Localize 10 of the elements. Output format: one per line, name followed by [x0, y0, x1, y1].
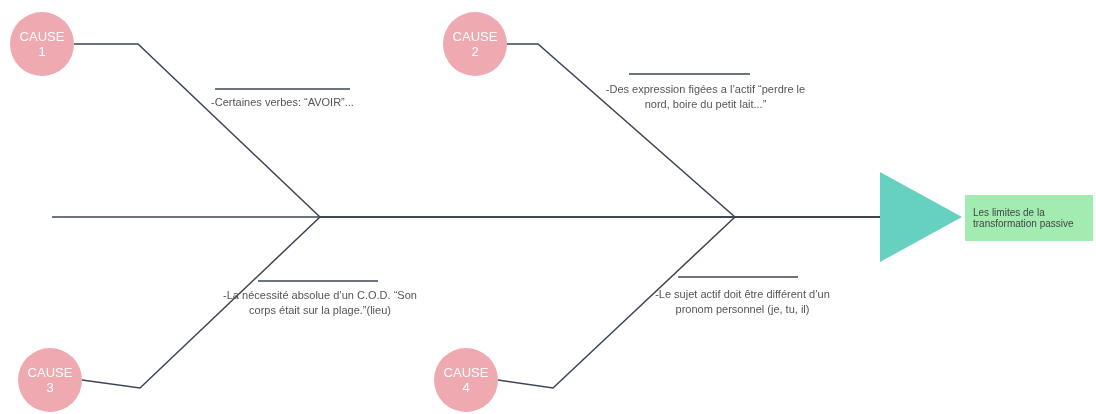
note-text: -La nécessité absolue d’un C.O.D. “Son corps était sur la plage.”(lieu): [222, 288, 418, 318]
note-text: -Des expression figées a l’actif “perdre le nord, boire du petit lait...”: [604, 82, 807, 112]
note-text: -Certaines verbes: “AVOIR”...: [210, 95, 355, 110]
cause-circle: CAUSE 4: [434, 348, 498, 412]
cause-circle: CAUSE 1: [10, 12, 74, 76]
cause-circle: CAUSE 2: [443, 12, 507, 76]
triangle-shape: [880, 172, 962, 262]
result-box: Les limites de la transformation passive: [965, 195, 1093, 241]
note-text: -Le sujet actif doit être différent d’un pronom personnel (je, tu, il): [654, 287, 831, 317]
cause-circle: CAUSE 3: [18, 348, 82, 412]
